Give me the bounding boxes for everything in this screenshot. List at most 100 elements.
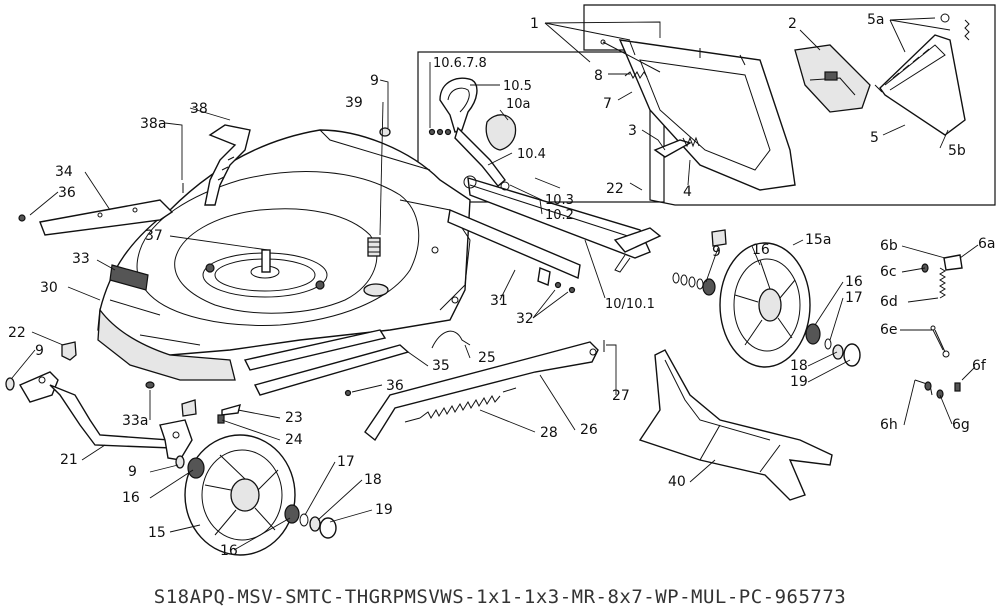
washer-9-front bbox=[175, 455, 185, 469]
valve-39 bbox=[367, 237, 381, 257]
washer-17-front bbox=[299, 513, 309, 527]
logo-plate-33 bbox=[109, 264, 149, 291]
bracket-34 bbox=[39, 199, 174, 236]
label-9-left: 9 bbox=[35, 343, 44, 359]
rear-axle-26 bbox=[364, 341, 599, 442]
label-10-3: 10.3 bbox=[545, 193, 574, 208]
label-16-rear: 16 bbox=[752, 242, 770, 258]
label-17-rear: 17 bbox=[845, 290, 863, 306]
front-axle-21 bbox=[18, 371, 193, 461]
label-9-rear: 9 bbox=[712, 244, 721, 260]
label-10a: 10a bbox=[506, 97, 531, 112]
label-30: 30 bbox=[40, 280, 58, 296]
screw-24 bbox=[217, 414, 225, 424]
label-17-front: 17 bbox=[337, 454, 355, 470]
label-40: 40 bbox=[668, 474, 686, 490]
label-10-2: 10.2 bbox=[545, 208, 574, 223]
label-39: 39 bbox=[345, 95, 363, 111]
label-6c: 6c bbox=[880, 264, 897, 280]
label-15: 15 bbox=[148, 525, 166, 541]
part-10a bbox=[485, 114, 517, 151]
label-6b: 6b bbox=[880, 238, 898, 254]
washer-9-top bbox=[379, 127, 391, 137]
label-10-6-7-8: 10.6.7.8 bbox=[433, 56, 487, 71]
fasteners-32 bbox=[554, 281, 576, 294]
label-6f: 6f bbox=[972, 358, 987, 374]
label-21: 21 bbox=[60, 452, 78, 468]
washer-9-left bbox=[5, 377, 15, 391]
label-27: 27 bbox=[612, 388, 630, 404]
label-6h: 6h bbox=[880, 417, 898, 433]
screw-36-left bbox=[18, 214, 26, 222]
model-code: S18APQ-MSV-SMTC-THGRPMSVWS-1x1-1x3-MR-8x… bbox=[154, 586, 846, 608]
label-32: 32 bbox=[516, 311, 534, 327]
label-36-mid: 36 bbox=[386, 378, 404, 394]
label-24: 24 bbox=[285, 432, 303, 448]
label-31: 31 bbox=[490, 293, 508, 309]
bearing-16-front bbox=[187, 457, 205, 479]
label-16-rear-b: 16 bbox=[845, 274, 863, 290]
label-10-5: 10.5 bbox=[503, 79, 532, 94]
label-18-front: 18 bbox=[364, 472, 382, 488]
label-16-bottom: 16 bbox=[220, 543, 238, 559]
handle-bar-10 bbox=[454, 126, 662, 273]
mower-deck-30 bbox=[97, 129, 471, 381]
clip-22-front bbox=[181, 399, 197, 417]
screw-33a bbox=[145, 381, 155, 389]
label-19-rear: 19 bbox=[790, 374, 808, 390]
label-19-front: 19 bbox=[375, 502, 393, 518]
label-35: 35 bbox=[432, 358, 450, 374]
rail-31 bbox=[447, 209, 581, 286]
catcher-frame bbox=[600, 39, 796, 191]
lever-3 bbox=[653, 136, 700, 158]
label-6d: 6d bbox=[880, 294, 898, 310]
label-38a: 38a bbox=[140, 116, 166, 132]
label-22-left: 22 bbox=[8, 325, 26, 341]
clip-22-rear bbox=[711, 229, 727, 247]
label-7: 7 bbox=[603, 96, 612, 112]
cap-19-rear bbox=[843, 343, 861, 367]
label-5: 5 bbox=[870, 130, 879, 146]
label-25: 25 bbox=[478, 350, 496, 366]
flap-40 bbox=[638, 349, 833, 501]
bearing-16-front-b bbox=[284, 504, 300, 524]
cap-19-front bbox=[319, 517, 337, 539]
catcher-part-2 bbox=[794, 44, 871, 113]
label-34: 34 bbox=[55, 164, 73, 180]
label-18-rear: 18 bbox=[790, 358, 808, 374]
spring-7 bbox=[624, 71, 648, 79]
label-26: 26 bbox=[580, 422, 598, 438]
label-5a: 5a bbox=[867, 12, 885, 28]
bearing-16-rear-b bbox=[805, 323, 821, 345]
label-33a: 33a bbox=[122, 413, 148, 429]
rear-wheel-15a bbox=[719, 242, 811, 368]
label-23: 23 bbox=[285, 410, 303, 426]
label-10-4: 10.4 bbox=[517, 147, 546, 162]
label-37: 37 bbox=[145, 228, 163, 244]
chute-5 bbox=[874, 13, 970, 136]
fasteners-10-6 bbox=[428, 128, 452, 136]
nut-18-rear bbox=[832, 344, 844, 360]
leader-lines bbox=[11, 17, 979, 551]
washers-9-rear bbox=[672, 272, 704, 290]
spring-group-6 bbox=[914, 254, 963, 399]
label-9-top: 9 bbox=[370, 73, 379, 89]
part-labels: 1 2 5a 5 5b 8 7 3 4 9 39 10.6.7.8 10.5 1… bbox=[8, 12, 996, 559]
label-8: 8 bbox=[594, 68, 603, 84]
label-38: 38 bbox=[190, 101, 208, 117]
label-3: 3 bbox=[628, 123, 637, 139]
front-wheel-15 bbox=[184, 434, 296, 556]
washer-17-rear bbox=[824, 338, 832, 350]
label-16-front: 16 bbox=[122, 490, 140, 506]
label-10-10-1: 10/10.1 bbox=[605, 297, 655, 312]
label-33: 33 bbox=[72, 251, 90, 267]
label-5b: 5b bbox=[948, 143, 966, 159]
height-bracket-38 bbox=[182, 124, 251, 206]
part-23 bbox=[221, 404, 241, 416]
strip-35 bbox=[243, 329, 410, 396]
label-6g: 6g bbox=[952, 417, 970, 433]
screw-36-mid bbox=[344, 389, 352, 397]
label-15a: 15a bbox=[805, 232, 831, 248]
